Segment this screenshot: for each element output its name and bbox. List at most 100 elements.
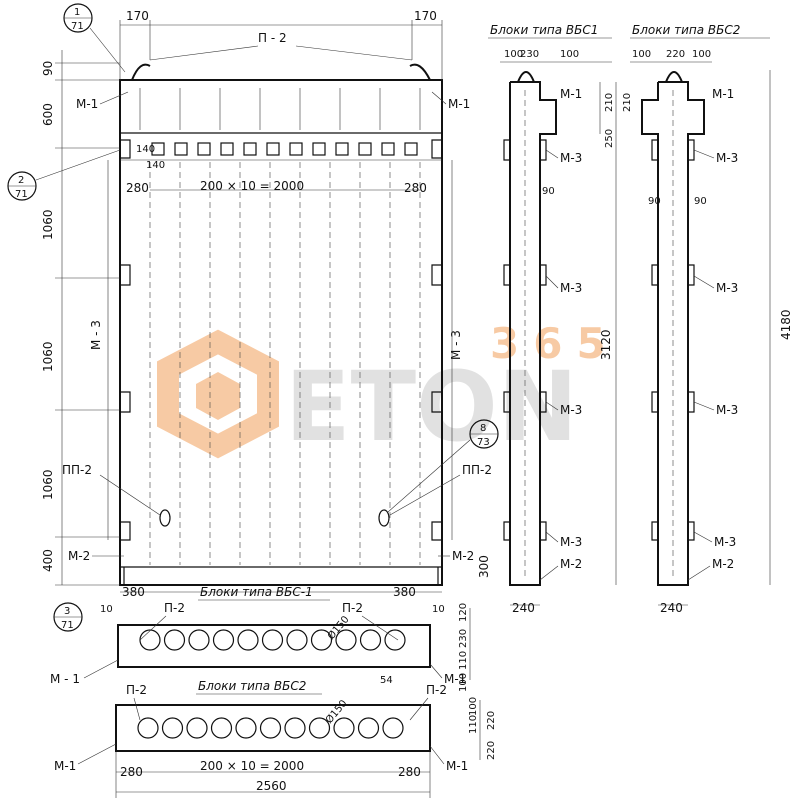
s1-label-m1: М-1 [560, 87, 582, 101]
hollow-core-circle [357, 717, 380, 739]
hollow-core-circle [261, 629, 284, 651]
callout-1-71: 1 71 [63, 3, 126, 73]
svg-text:8: 8 [480, 423, 486, 434]
plan2-holes [137, 717, 404, 739]
panel-hatching [139, 88, 421, 565]
plan-vbs2: Блоки типа ВБС2 П-2 П-2 Ø150 100 110 220… [54, 679, 497, 798]
s1-dim-top-1: 100 [504, 49, 523, 60]
plan1-label-m1-right: М-1 [444, 672, 466, 686]
hollow-core-circle [161, 717, 184, 739]
dim-left-4: 1060 [41, 341, 55, 372]
label-m2-right: М-2 [452, 549, 474, 563]
s2-dim-top-3: 100 [692, 49, 711, 60]
plan1-dim-r3: 110 [458, 651, 469, 670]
dim-left-6: 400 [41, 549, 55, 572]
s2-label-m1: М-1 [712, 87, 734, 101]
s1-label-m2: М-2 [560, 557, 582, 571]
panel-outline [119, 79, 443, 586]
s1-dim-top-2: 230 [520, 49, 539, 60]
watermark-hexagon-icon [157, 329, 279, 459]
s2-dim-top-2: 220 [666, 49, 685, 60]
plan2-dim-280-right: 280 [398, 765, 421, 779]
s1-outline [509, 81, 557, 586]
section-vbs2: Блоки типа ВБС2 100 220 100 210 90 90 41… [622, 23, 793, 615]
dim-left-5: 1060 [41, 469, 55, 500]
s2-label-m3a: М-3 [716, 151, 738, 165]
dim-140b: 140 [146, 160, 165, 171]
section2-title: Блоки типа ВБС2 [632, 23, 740, 37]
hollow-core-circle [163, 629, 186, 651]
dim-left-2: 600 [41, 103, 55, 126]
plan1-label-p2-left: П-2 [164, 601, 185, 615]
svg-text:71: 71 [71, 21, 84, 32]
plan2-label-p2-left: П-2 [126, 683, 147, 697]
s1-loop-icon [517, 71, 535, 83]
hollow-core-circle [188, 629, 210, 651]
s1-keys [503, 139, 547, 541]
dim-380-right: 380 [393, 585, 416, 599]
s2-keys [651, 139, 695, 541]
hollow-core-circle [286, 629, 308, 651]
s2-dim-bottom: 240 [660, 601, 683, 615]
plan1-holes [139, 629, 406, 651]
s1-dim-top-3: 100 [560, 49, 579, 60]
plan1-dim-54: 54 [380, 675, 393, 686]
plan2-label-p2-right: П-2 [426, 683, 447, 697]
plan1-dim-10-left: 10 [100, 604, 113, 615]
plan2-dim-r3: 220 [486, 711, 497, 730]
s1-dim-90: 90 [542, 186, 555, 197]
s2-dim-90b: 90 [694, 196, 707, 207]
plan-vbs1: Блоки типа ВБС-1 П-2 П-2 10 10 Ø150 120 … [50, 585, 471, 692]
s1-label-m3a: М-3 [560, 151, 582, 165]
plan1-outline [117, 624, 431, 668]
svg-text:71: 71 [61, 620, 74, 631]
svg-text:71: 71 [15, 189, 28, 200]
lifting-loop-right-icon [409, 63, 431, 81]
s2-loop-icon [665, 71, 683, 83]
pp2-loop-right-icon [378, 509, 390, 527]
s2-label-m3d: М-3 [714, 535, 736, 549]
panel-holes-row [151, 142, 418, 156]
dim-left-1: 90 [41, 61, 55, 76]
s1-dim-left-2: 250 [604, 129, 615, 148]
hollow-core-circle [384, 629, 406, 651]
callout-3-71: 3 71 [53, 602, 83, 632]
s2-label-m2: М-2 [712, 557, 734, 571]
s2-dim-top-1: 100 [632, 49, 651, 60]
dim-140: 140 [136, 144, 155, 155]
label-m3-right: М - 3 [449, 330, 463, 360]
plan2-outline [115, 704, 431, 752]
hollow-core-circle [359, 629, 382, 651]
s1-label-m3b: М-3 [560, 281, 582, 295]
hollow-core-circle [335, 629, 357, 651]
hollow-core-circle [235, 717, 257, 739]
plan1-title: Блоки типа ВБС-1 [200, 585, 313, 599]
panel-side-keys [120, 139, 442, 541]
plan2-dim-r2: 110 [468, 715, 479, 734]
lifting-loop-left-icon [131, 63, 151, 81]
dim-170-left: 170 [126, 9, 149, 23]
label-p2-top: П - 2 [258, 31, 287, 45]
hollow-core-circle [308, 717, 331, 739]
s1-label-m3d: М-3 [560, 535, 582, 549]
plan1-label-p2-right: П-2 [342, 601, 363, 615]
dim-380-left: 380 [122, 585, 145, 599]
s1-label-m3c: М-3 [560, 403, 582, 417]
s1-dim-bottom: 240 [512, 601, 535, 615]
hollow-core-circle [210, 717, 233, 739]
plan2-label-m1-left: М-1 [54, 759, 76, 773]
s2-dim-left-1: 210 [622, 93, 633, 112]
dim-300: 300 [477, 555, 491, 578]
svg-text:2: 2 [18, 175, 24, 186]
hollow-core-circle [137, 717, 159, 739]
s2-label-m3b: М-3 [716, 281, 738, 295]
plan2-dim-holes: 200 × 10 = 2000 [200, 759, 304, 773]
watermark-cube-icon [196, 372, 240, 420]
s2-outline [641, 81, 705, 586]
svg-text:73: 73 [477, 437, 490, 448]
dim-280-right: 280 [404, 181, 427, 195]
s2-dim-90a: 90 [648, 196, 661, 207]
plan2-dim-r1: 100 [468, 697, 479, 716]
label-m1-left: М-1 [76, 97, 98, 111]
